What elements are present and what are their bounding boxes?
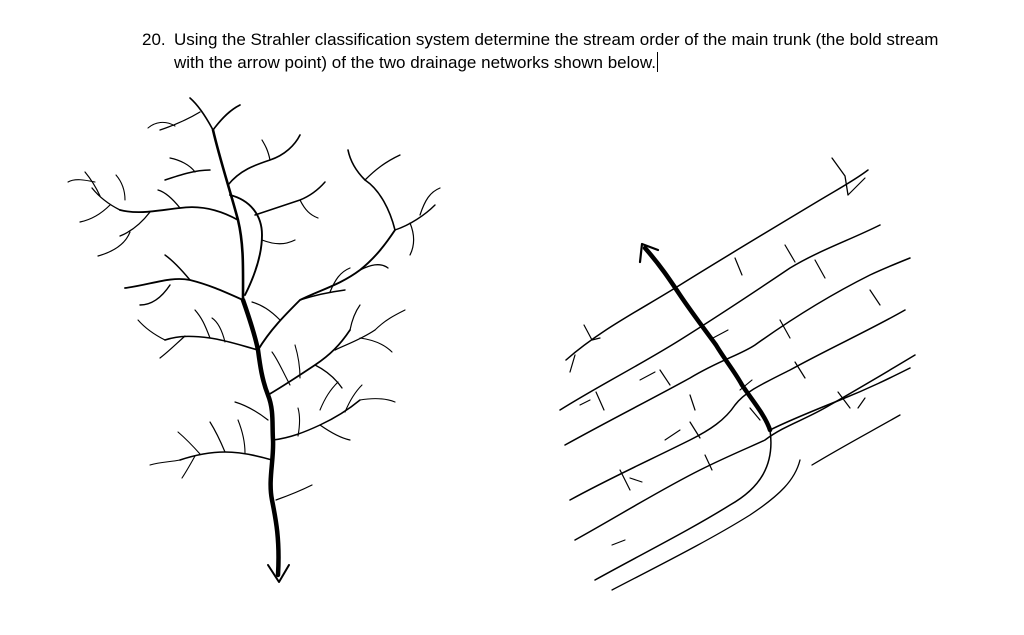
stream-segment [164,254,191,281]
stream-segment [169,157,196,173]
stream-segment [177,431,201,455]
stream-segment [299,199,319,219]
trunk-arrow-head [638,242,660,264]
stream-segment [595,391,605,411]
stream-segment [374,309,406,331]
stream-segment [91,187,121,211]
stream-segment [149,459,181,466]
stream-segment [234,401,269,421]
stream-segment [779,319,791,339]
stream-segment [319,381,339,411]
stream-segment [569,309,906,501]
stream-segment [349,304,361,331]
stream-segment [147,121,176,129]
stream-segment [319,424,351,441]
stream-segment [629,477,643,483]
stream-segment [749,407,761,421]
text-cursor [656,52,658,72]
stream-segment [689,421,701,439]
stream-segment [137,319,166,341]
stream-segment [611,459,801,591]
stream-segment [639,371,656,381]
stream-segment [261,239,296,245]
stream-segment [115,174,126,201]
stream-segment [261,139,271,161]
stream-segment [84,171,101,197]
stream-segment [579,399,591,406]
stream-segment [237,419,246,454]
main-trunk [642,245,773,433]
stream-segment [359,398,396,403]
stream-segment [712,329,729,339]
stream-segment [334,329,376,351]
stream-segment [271,351,291,386]
stream-segment [565,169,869,361]
main-trunk [240,297,281,578]
stream-segment [619,469,631,491]
stream-segment [157,189,181,209]
stream-segment [689,394,696,411]
stream-segment [831,157,849,196]
stream-segment [569,354,576,373]
stream-segment [394,204,436,231]
stream-segment [314,364,343,389]
question-20: 20. Using the Strahler classification sy… [142,28,962,74]
question-number: 20. [142,30,166,49]
stream-segment [209,421,226,453]
stream-segment [837,391,851,409]
stream-segment [251,301,281,321]
stream-segment [194,309,211,339]
stream-segment [257,229,396,351]
stream-segment [704,454,713,471]
stream-segment [189,97,214,131]
stream-segment [594,429,772,581]
trunk-arrow-head [267,564,290,583]
stream-segment [564,257,911,446]
stream-segment [67,179,96,183]
stream-segment [559,224,881,411]
stream-segment [275,484,313,501]
stream-segment [611,539,626,546]
stream-segment [229,194,263,296]
stream-segment [869,289,881,306]
stream-segment [734,257,743,276]
stream-segment [212,104,241,131]
stream-segment [419,187,441,216]
stream-segment [794,361,806,379]
stream-segment [159,335,186,359]
stream-segment [181,455,196,479]
stream-segment [139,284,171,306]
stream-segment [359,337,393,353]
stream-segment [847,177,866,196]
stream-segment [97,231,131,257]
stream-segment [159,111,201,131]
stream-segment [294,344,301,379]
stream-segment [297,407,301,437]
stream-segment [79,204,111,223]
stream-segment [664,429,681,441]
stream-segment [359,264,389,271]
stream-segment [739,379,753,391]
stream-segment [211,317,226,343]
stream-segment [811,414,901,466]
stream-segment [659,369,671,386]
stream-segment [583,324,601,341]
stream-segment [409,222,415,256]
stream-segment [769,367,911,431]
stream-segment [857,397,866,409]
stream-segment [344,384,363,413]
stream-segment [574,354,916,541]
stream-segment [814,259,826,279]
stream-segment [329,267,351,293]
question-text[interactable]: Using the Strahler classification system… [174,30,939,72]
stream-segment [299,289,346,301]
stream-segment [164,169,211,181]
stream-segment [364,154,401,181]
stream-segment [784,244,796,263]
stream-segment [119,211,151,237]
